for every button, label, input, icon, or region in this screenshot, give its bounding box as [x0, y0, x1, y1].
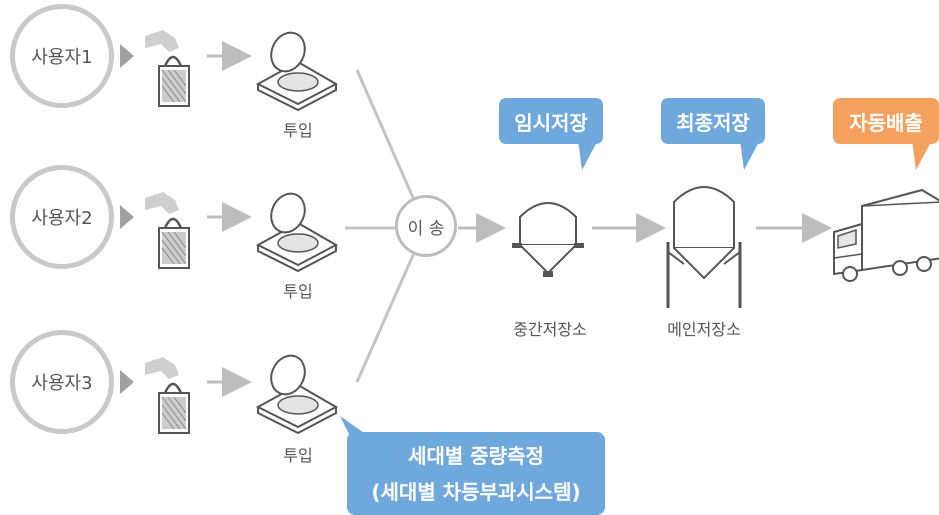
main-storage-label: 메인저장소: [667, 320, 741, 339]
input-label: 투입: [283, 446, 313, 465]
hand-bag-icon: [145, 30, 190, 107]
weight-measurement-callout: 세대별 중량측정 (세대별 차등부과시스템): [347, 432, 605, 515]
bubble-tail: [578, 140, 598, 170]
silo-icon: [666, 186, 742, 308]
user-label: 사용자2: [31, 208, 93, 229]
hopper-icon: [512, 202, 584, 277]
callout-line-1: 세대별 중량측정: [408, 443, 544, 468]
input-label: 투입: [283, 121, 313, 140]
user-circle-1: 사용자1: [10, 4, 114, 108]
bubble-tail: [740, 140, 760, 170]
connector-line: [355, 69, 416, 201]
truck-icon: [833, 188, 939, 282]
chute-icon: [255, 192, 339, 273]
auto-discharge-label: 자동배출: [849, 110, 923, 135]
callout-line-2: (세대별 차등부과시스템): [371, 479, 581, 504]
intermediate-storage-label: 중간저장소: [513, 320, 587, 339]
user-circle-2: 사용자2: [10, 165, 114, 269]
auto-discharge-bubble: 자동배출: [833, 98, 939, 144]
connector-line: [355, 252, 416, 383]
transfer-label: 이 송: [407, 218, 445, 239]
input-label: 투입: [283, 282, 313, 301]
final-storage-bubble: 최종저장: [661, 98, 765, 144]
bubble-tail: [912, 140, 932, 170]
final-storage-label: 최종저장: [676, 110, 750, 135]
temporary-storage-label: 임시저장: [514, 110, 588, 135]
user-label: 사용자1: [31, 47, 93, 68]
hand-bag-icon: [145, 357, 190, 434]
play-arrow-icon: [120, 370, 134, 394]
user-circle-3: 사용자3: [10, 330, 114, 434]
hand-bag-icon: [145, 192, 190, 269]
user-label: 사용자3: [31, 373, 93, 394]
chute-icon: [255, 31, 339, 112]
temporary-storage-bubble: 임시저장: [499, 98, 603, 144]
play-arrow-icon: [120, 205, 134, 229]
play-arrow-icon: [120, 44, 134, 68]
transfer-circle: 이 송: [395, 195, 457, 257]
chute-icon: [255, 354, 339, 435]
